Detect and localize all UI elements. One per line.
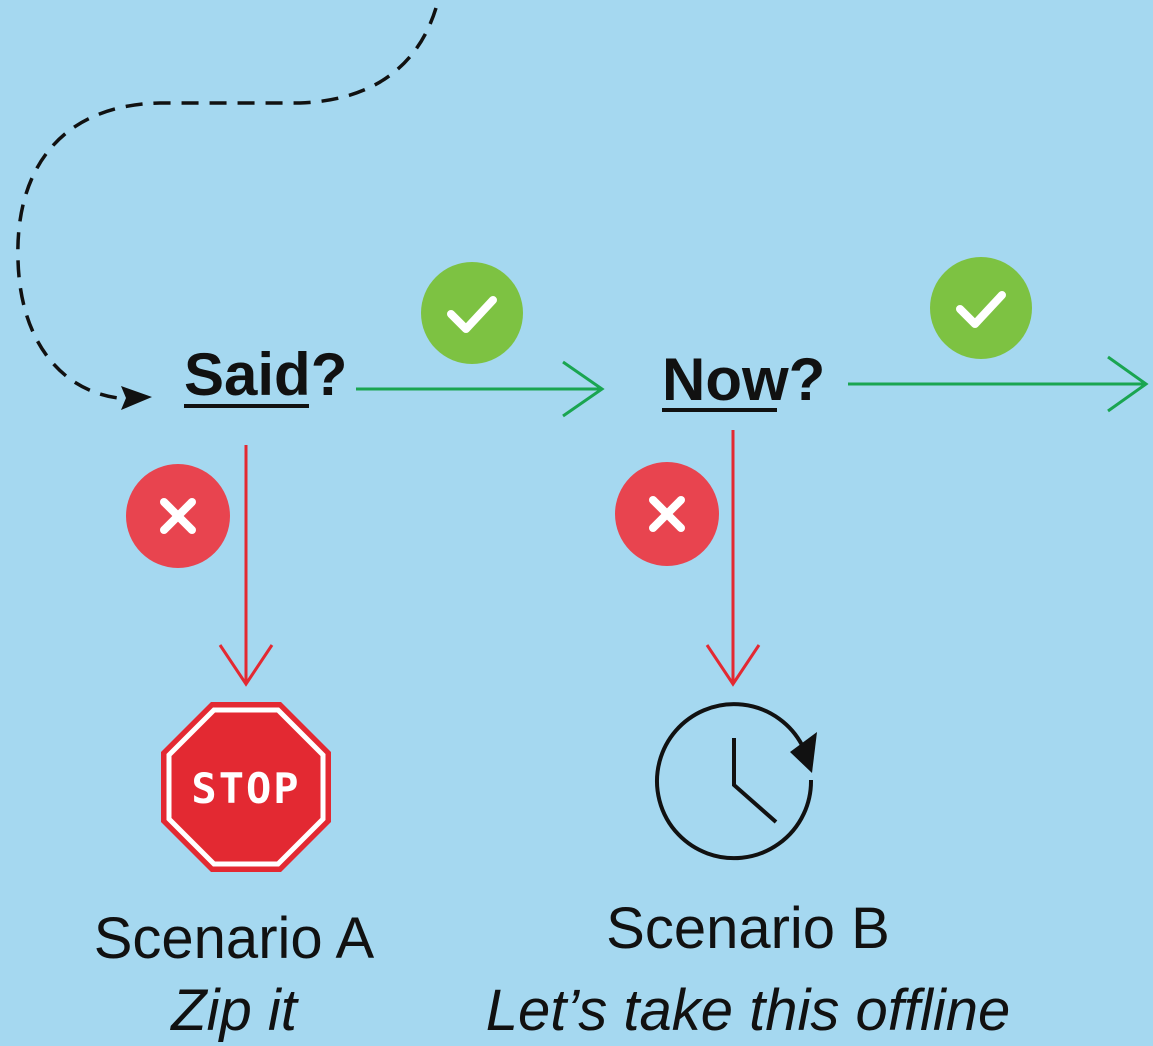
yes-arrow-1	[356, 360, 605, 418]
yes-badge-2	[930, 257, 1032, 359]
x-icon	[649, 496, 685, 532]
yes-arrow-2	[848, 355, 1149, 413]
question-said: Said?	[184, 341, 347, 408]
x-icon	[160, 498, 196, 534]
clock-icon	[655, 702, 817, 861]
incoming-arrowhead	[121, 386, 152, 410]
scenario-b-name: Scenario B	[606, 896, 890, 961]
incoming-dashed-arrow	[16, 7, 438, 400]
scenario-a-caption: Zip it	[169, 978, 300, 1043]
no-badge-2	[615, 462, 719, 566]
no-badge-1	[126, 464, 230, 568]
check-icon	[956, 291, 1006, 328]
stop-sign-text: STOP	[191, 764, 300, 813]
scenario-a-name: Scenario A	[94, 906, 375, 971]
yes-badge-1	[421, 262, 523, 364]
question-now: Now?	[662, 346, 825, 413]
no-arrow-1	[218, 445, 274, 687]
stop-sign-icon: STOP	[161, 702, 331, 872]
no-arrow-2	[705, 430, 761, 687]
scenario-b-caption: Let’s take this offline	[486, 978, 1010, 1043]
check-icon	[447, 296, 497, 333]
